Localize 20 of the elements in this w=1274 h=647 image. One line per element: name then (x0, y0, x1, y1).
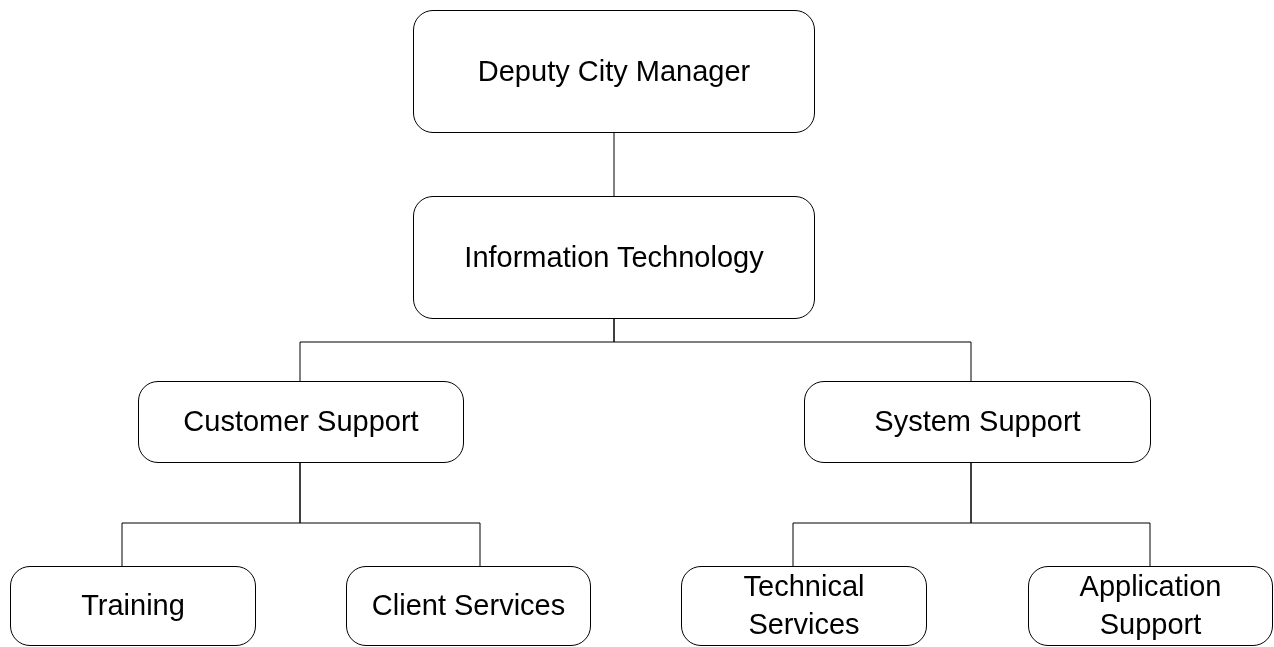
org-unit-box (346, 566, 591, 646)
unit-name: Client Services (371, 588, 566, 624)
org-unit-box (413, 196, 815, 319)
unit-name: Application Support (1078, 569, 1223, 642)
connector-line (613, 318, 972, 382)
org-unit-box (804, 381, 1151, 463)
unit-name: Technical Services (742, 569, 866, 642)
org-unit-box (681, 566, 927, 646)
org-unit-box (10, 566, 256, 646)
unit-name: System Support (874, 404, 1081, 440)
connector-line (613, 132, 615, 197)
connector-line (970, 462, 1151, 567)
org-unit-box (1028, 566, 1273, 646)
unit-name: Customer Support (183, 404, 419, 440)
unit-name: Information Technology (464, 239, 764, 275)
unit-name: Deputy City Manager (477, 53, 751, 89)
org-unit-box (138, 381, 464, 463)
connector-line (299, 462, 481, 567)
unit-name: Training (81, 588, 185, 624)
org-unit-box (413, 10, 815, 133)
